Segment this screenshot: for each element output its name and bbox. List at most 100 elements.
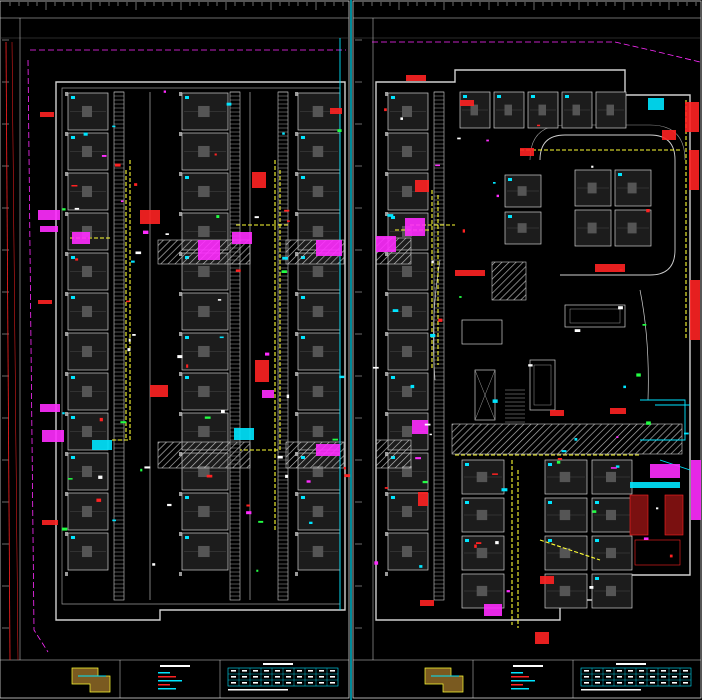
- fixture-mark: [219, 336, 224, 339]
- wall-column: [65, 292, 68, 296]
- fixture-mark: [610, 467, 617, 469]
- wall-column: [295, 372, 298, 376]
- fixture-mark: [591, 165, 594, 168]
- left-legend-table-cell: [253, 670, 258, 672]
- fixture-cyan: [185, 536, 189, 539]
- left-legend-note-line: [158, 684, 170, 686]
- annotation-tag: [330, 108, 342, 114]
- fixture-mark: [528, 364, 533, 367]
- fixture-cyan: [71, 456, 75, 459]
- fixture-mark: [496, 194, 499, 198]
- wall-column: [179, 92, 182, 96]
- fixture-mark: [643, 537, 649, 540]
- left-legend-table-cell: [231, 670, 236, 672]
- right-legend-note-line: [511, 684, 523, 686]
- left-legend-table-title: [263, 663, 293, 665]
- annotation-tag: [316, 444, 340, 456]
- fixture-mark: [62, 412, 65, 415]
- left-legend-table-cell: [297, 682, 302, 684]
- fixture-mark: [152, 563, 156, 566]
- fixture-mark: [120, 200, 124, 203]
- parking-ramp: [539, 134, 676, 276]
- core-room: [461, 319, 503, 345]
- fixture-mark: [574, 329, 581, 332]
- left-legend-detail-sketch: [71, 667, 111, 693]
- right-legend-table-cell: [672, 670, 677, 672]
- fixture-mark: [410, 384, 415, 389]
- pipe-left-main: [112, 160, 131, 441]
- annotation-tag: [92, 440, 112, 450]
- right-legend-table-cell: [617, 670, 622, 672]
- fixture-cyan: [465, 463, 469, 466]
- annotation-tag: [198, 240, 220, 260]
- left-legend-table-cell: [286, 682, 291, 684]
- elevator: [474, 369, 496, 421]
- fixture-mark: [392, 309, 399, 312]
- driveway-curve-2: [639, 289, 649, 401]
- right-legend-table-cell: [584, 682, 589, 684]
- fixture-mark: [642, 324, 647, 326]
- fixture-mark: [616, 436, 619, 438]
- fixture-cyan: [595, 539, 599, 542]
- fixture-mark: [495, 541, 499, 545]
- left-legend-table-cell: [319, 670, 324, 672]
- wall-column: [295, 412, 298, 416]
- left-legend-table-note: [228, 689, 288, 691]
- wall-column: [65, 132, 68, 136]
- fixture-mark: [62, 208, 66, 211]
- wall-column: [295, 132, 298, 136]
- fixture-mark: [144, 466, 151, 469]
- left-legend-table-cell: [264, 670, 269, 672]
- title-block-legend: [71, 660, 692, 698]
- fixture-mark: [459, 296, 462, 298]
- fixture-mark: [282, 132, 285, 135]
- annotation-tag: [72, 232, 90, 244]
- fixture-mark: [75, 258, 79, 261]
- wall-column: [179, 492, 182, 496]
- fixture-mark: [186, 364, 189, 368]
- stair-frame: [113, 91, 125, 601]
- annotation-tag: [535, 632, 549, 644]
- stair-frame: [229, 91, 241, 601]
- fixture-mark: [143, 230, 149, 234]
- wall-column: [65, 212, 68, 216]
- fixture-mark: [309, 521, 313, 524]
- left-legend-table-cell: [297, 676, 302, 678]
- left-legend-table-cell: [308, 676, 313, 678]
- annotation-tag: [662, 130, 676, 140]
- left-legend-table-cell: [242, 670, 247, 672]
- left-legend-table-cell: [319, 676, 324, 678]
- right-legend-note-line: [511, 676, 529, 678]
- left-legend-note-line: [158, 672, 170, 674]
- fixture-mark: [284, 209, 290, 212]
- right-legend-table-cell: [617, 682, 622, 684]
- fixture-cyan: [71, 256, 75, 259]
- wall-column: [295, 492, 298, 496]
- annotation-tag: [460, 100, 474, 106]
- annotation-tag: [650, 464, 680, 478]
- fixture-mark: [135, 251, 142, 255]
- left-legend-table-cell: [264, 676, 269, 678]
- annotation-tag: [484, 604, 502, 616]
- fixture-mark: [438, 318, 443, 322]
- fixture-mark: [492, 399, 498, 403]
- wall-column: [65, 92, 68, 96]
- right-legend-table-cell: [650, 670, 655, 672]
- fixture-mark: [332, 438, 338, 441]
- wall-column: [65, 332, 68, 336]
- equipment-red: [664, 494, 684, 536]
- wall-column: [385, 172, 388, 176]
- left-legend-table-cell: [242, 676, 247, 678]
- fixture-mark: [165, 233, 169, 235]
- fixture-cyan: [71, 376, 75, 379]
- left-legend-table-cell: [275, 682, 280, 684]
- fixture-mark: [486, 139, 489, 142]
- right-legend-table-cell: [595, 682, 600, 684]
- fixture-cyan: [508, 215, 512, 218]
- wall-column: [65, 172, 68, 176]
- fixture-mark: [430, 333, 436, 338]
- annotation-tag: [42, 430, 64, 442]
- left-legend-notes-title: [160, 665, 190, 667]
- pipe-diag: [539, 539, 601, 561]
